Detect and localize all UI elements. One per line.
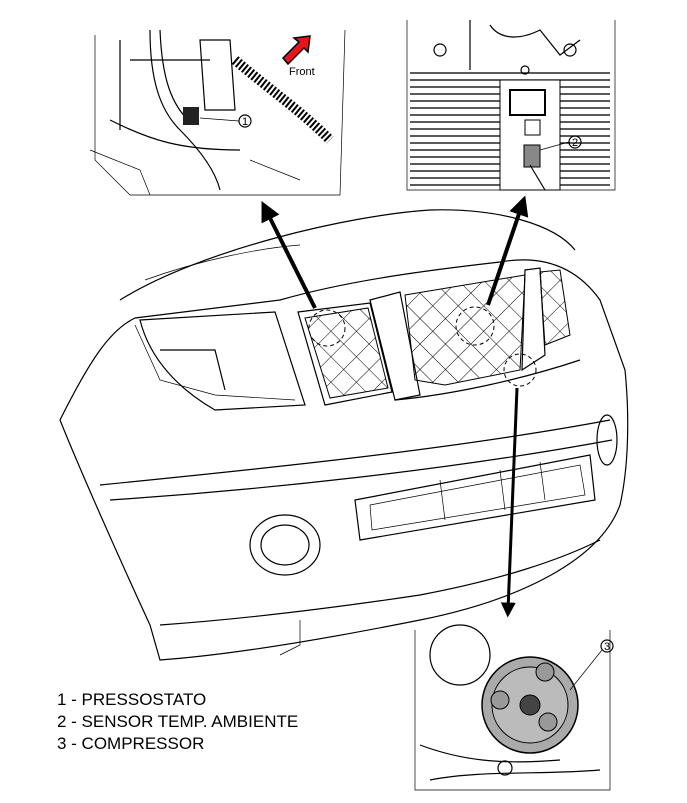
front-label: Front: [289, 66, 315, 78]
inset-ambient-sensor: [406, 20, 616, 191]
legend-item-pressure-switch: 1 - PRESSOSTATO: [57, 690, 207, 709]
inset-pressure-switch: [89, 29, 346, 196]
callout-1: 1: [242, 116, 248, 128]
front-indicator: [281, 35, 311, 66]
legend-item-ambient-sensor: 2 - SENSOR TEMP. AMBIENTE: [57, 712, 299, 731]
callout-3: 3: [604, 641, 610, 653]
legend-item-compressor: 3 - COMPRESSOR: [57, 734, 205, 753]
legend: 1 - PRESSOSTATO 2 - SENSOR TEMP. AMBIENT…: [57, 689, 298, 755]
leader-arrows: [261, 195, 529, 618]
inset-compressor: [414, 624, 614, 791]
vehicle-front: [59, 209, 629, 661]
callout-2: 2: [572, 137, 578, 149]
